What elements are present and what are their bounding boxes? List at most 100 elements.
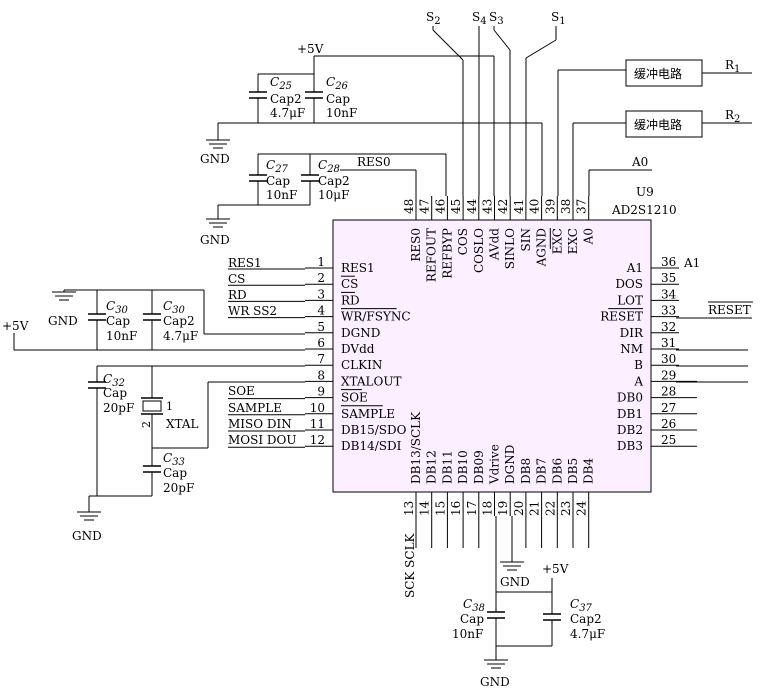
pin-number-2: 2: [317, 271, 325, 285]
net-label-mosi-dou: MOSI DOU: [228, 433, 296, 447]
pin-name-47: REFOUT: [425, 228, 439, 282]
pin-name-13: DB13/SCLK: [409, 411, 423, 484]
pin-number-21: 21: [528, 501, 542, 516]
crystal-network: GND: [72, 365, 305, 543]
net-label-a1: A1: [683, 256, 700, 270]
pin-name-10: SAMPLE: [341, 407, 395, 421]
c28-ref: C28: [318, 158, 340, 175]
c27-ref: C27: [266, 158, 289, 175]
pin-number-20: 20: [512, 501, 526, 516]
refbyp-decoupling: GND: [200, 154, 319, 247]
pin-number-24: 24: [575, 500, 589, 516]
buffer-circuit-2: [625, 110, 703, 138]
signal-s4: S4: [472, 10, 487, 27]
pin-number-26: 26: [661, 417, 676, 431]
pin-number-8: 8: [317, 368, 325, 382]
pin-number-45: 45: [449, 199, 463, 214]
gnd-label-1: GND: [200, 152, 230, 166]
pin-name-48: RES0: [409, 228, 423, 262]
pin-number-12: 12: [310, 433, 325, 447]
pin-number-16: 16: [449, 501, 463, 516]
c30b-type: Cap2: [163, 314, 195, 328]
avdd-decoupling: +5V GND: [200, 42, 324, 166]
c27-type: Cap: [266, 174, 290, 188]
pin-name-12: DB14/SDI: [341, 439, 402, 453]
pin-name-20: DB8: [519, 458, 533, 484]
pin-number-29: 29: [661, 368, 676, 382]
c30b-ref: C30: [163, 299, 186, 316]
pin-name-22: DB6: [550, 458, 564, 484]
pin-name-44: COSLO: [472, 228, 486, 273]
pin-number-3: 3: [317, 287, 325, 301]
pin-name-1: RES1: [341, 261, 375, 275]
pin-name-33: RESET: [600, 310, 643, 324]
pin-number-10: 10: [310, 401, 325, 415]
pin-name-2: CS: [341, 277, 358, 291]
pin-name-3: RD: [341, 293, 360, 307]
chip-designator: U9: [636, 185, 654, 199]
c33-type: Cap: [163, 466, 187, 480]
pin-name-18: Vdrive: [488, 444, 502, 485]
pin-number-7: 7: [317, 352, 325, 366]
net-label-res1: RES1: [228, 256, 262, 270]
pin-name-21: DB7: [535, 458, 549, 484]
net-label-cs: CS: [228, 272, 245, 286]
pin-number-47: 47: [418, 199, 432, 214]
c26-type: Cap: [326, 92, 350, 106]
net-label-sample: SAMPLE: [228, 401, 282, 415]
c26-ref: C26: [326, 75, 349, 92]
c25-type: Cap2: [270, 92, 302, 106]
pin-number-48: 48: [402, 199, 416, 214]
pin-number-46: 46: [433, 199, 447, 214]
pin-number-9: 9: [317, 385, 325, 399]
net-label-miso-din: MISO DIN: [228, 417, 292, 431]
vdrive-decoupling: GND +5V GND: [480, 516, 569, 689]
pin-number-18: 18: [481, 501, 495, 516]
pin-number-6: 6: [317, 336, 325, 350]
pin-number-13: 13: [402, 501, 416, 516]
pin-name-42: SINLO: [503, 228, 517, 269]
dvdd-decoupling: +5V GND: [2, 289, 305, 351]
c37-type: Cap2: [570, 612, 602, 626]
c27-value: 10nF: [266, 188, 297, 202]
buffer-circuit-2-label: 缓冲电路: [634, 117, 682, 132]
pin-number-32: 32: [661, 320, 676, 334]
c32-value: 20pF: [103, 401, 134, 415]
pin-name-8: XTALOUT: [341, 374, 401, 388]
net-label-a0: A0: [631, 155, 648, 169]
plus5v-label-bottom: +5V: [542, 562, 569, 576]
signal-s1: S1: [551, 10, 566, 27]
net-label-wr-ss2: WR SS2: [228, 304, 277, 318]
pin-number-4: 4: [317, 304, 325, 318]
signal-s3: S3: [489, 10, 504, 27]
c32-type: Cap: [103, 386, 127, 400]
pin-number-23: 23: [559, 501, 573, 516]
pin-name-46: REFBYP: [440, 228, 454, 279]
pin-name-32: DIR: [620, 326, 644, 340]
pin-number-41: 41: [512, 199, 526, 214]
plus5v-label-left: +5V: [2, 319, 29, 333]
c28-type: Cap2: [318, 174, 350, 188]
c30a-value: 10nF: [106, 329, 137, 343]
pin-name-4: WR/FSYNC: [341, 310, 411, 324]
buffer-circuit-1-label: 缓冲电路: [634, 66, 682, 81]
xtal-pin1: 1: [166, 400, 173, 413]
signal-s2: S2: [426, 10, 441, 27]
pin-name-7: CLKIN: [341, 358, 382, 372]
c25-ref: C25: [270, 75, 292, 92]
pin-name-34: LOT: [617, 293, 643, 307]
c28-value: 10μF: [318, 188, 349, 202]
top-wiring: [218, 26, 652, 196]
pin-name-35: DOS: [615, 277, 643, 291]
pin-name-6: DVdd: [341, 342, 375, 356]
pin-number-25: 25: [661, 433, 676, 447]
pin-name-25: DB3: [617, 439, 643, 453]
pin-number-28: 28: [661, 385, 676, 399]
pin-number-30: 30: [661, 352, 676, 366]
pin-number-17: 17: [465, 501, 479, 516]
gnd-label-5: GND: [500, 575, 530, 589]
pin-name-41: SIN: [519, 228, 533, 251]
gnd-label-2: GND: [200, 233, 230, 247]
gnd-label-4: GND: [72, 529, 102, 543]
pin-number-1: 1: [317, 255, 325, 269]
